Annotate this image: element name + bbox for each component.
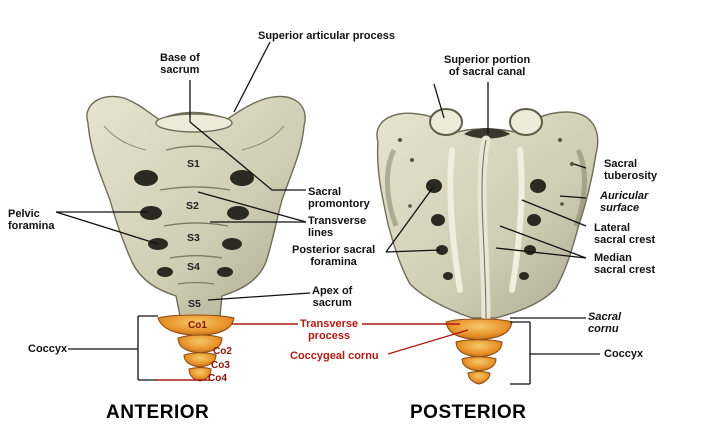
pelvic-foramen <box>222 238 242 250</box>
pelvic-foramen <box>134 170 158 186</box>
pelvic-foramen <box>230 170 254 186</box>
label-median-sacral-crest: Median sacral crest <box>594 252 656 276</box>
sacral-canal-opening <box>464 128 510 139</box>
label-transverse-process: Transverse process <box>300 318 359 342</box>
posterior-sacral-foramen <box>443 272 453 280</box>
label-base-of-sacrum: Base of sacrum <box>160 52 200 76</box>
label-posterior-sacral-foramina: Posterior sacral foramina <box>292 244 376 268</box>
view-caption-posterior: POSTERIOR <box>410 402 527 423</box>
label-coccyx-anterior: Coccyx <box>28 343 68 355</box>
posterior-sacral-foramen <box>519 272 529 280</box>
pelvic-foramen <box>217 267 233 277</box>
label-apex-of-sacrum: Apex of sacrum <box>312 285 353 309</box>
label-superior-portion-of-sacral-canal: Superior portion of sacral canal <box>444 54 531 78</box>
vertebra-label-co1: Co1 <box>188 320 207 331</box>
posterior-sacral-foramen <box>436 245 448 255</box>
label-auricular-surface: Auricular surface <box>600 190 649 214</box>
label-sacral-tuberosity: Sacral tuberosity <box>604 158 658 182</box>
pelvic-foramen <box>227 206 249 220</box>
vertebra-label-s1: S1 <box>187 158 200 170</box>
vertebra-label-s3: S3 <box>187 232 200 244</box>
label-sacral-promontory: Sacral promontory <box>308 186 370 210</box>
label-lateral-sacral-crest: Lateral sacral crest <box>594 222 656 246</box>
vertebra-label-co3: Co3 <box>211 360 230 371</box>
superior-articular-facet <box>509 108 543 136</box>
anterior-coccyx <box>157 314 235 382</box>
posterior-sacral-foramen <box>527 214 541 226</box>
label-pelvic-foramina: Pelvic foramina <box>8 208 55 232</box>
red-leader-lines <box>156 323 469 381</box>
vertebra-label-s5: S5 <box>188 298 201 310</box>
posterior-sacral-foramen <box>524 245 536 255</box>
label-coccyx-posterior: Coccyx <box>604 348 644 360</box>
anterior-sacrum <box>86 95 306 317</box>
vertebra-label-s4: S4 <box>187 261 200 273</box>
pelvic-foramen <box>157 267 173 277</box>
vertebra-label-s2: S2 <box>186 200 199 212</box>
posterior-coccyx <box>445 318 513 385</box>
view-caption-anterior: ANTERIOR <box>106 402 210 423</box>
label-sacral-cornu: Sacral cornu <box>588 311 622 335</box>
superior-articular-facet <box>429 108 463 136</box>
leader-lines <box>55 41 600 385</box>
label-superior-articular-process: Superior articular process <box>258 30 395 42</box>
posterior-sacrum <box>376 108 599 323</box>
pelvic-foramen <box>140 206 162 220</box>
anterior-base-articular-surface <box>155 113 233 133</box>
vertebra-label-co2: Co2 <box>213 346 232 357</box>
vertebra-label-co4: Co4 <box>208 373 227 384</box>
posterior-sacral-foramen <box>530 179 546 193</box>
label-coccygeal-cornu: Coccygeal cornu <box>290 350 379 362</box>
posterior-sacral-foramen <box>431 214 445 226</box>
label-transverse-lines: Transverse lines <box>308 215 367 239</box>
